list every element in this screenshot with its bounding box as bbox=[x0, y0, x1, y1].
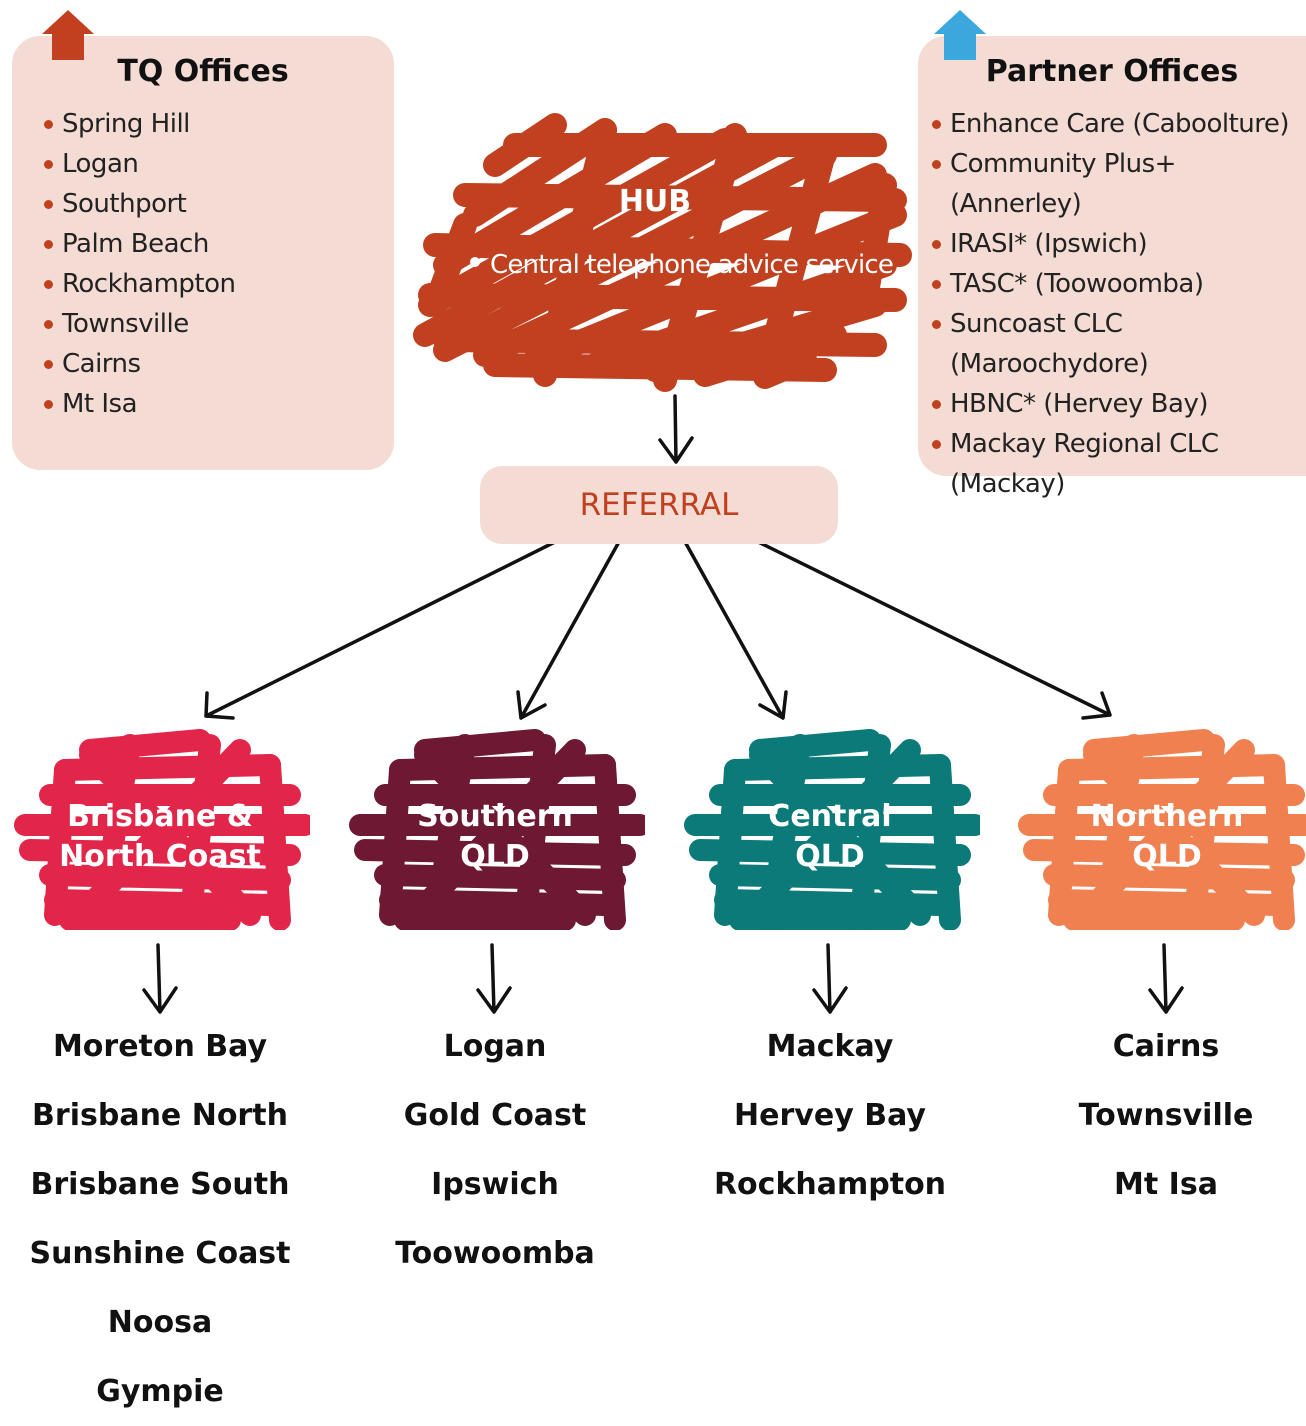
area-item: Cairns bbox=[1112, 1029, 1220, 1064]
area-item: Moreton Bay bbox=[52, 1029, 268, 1064]
up-arrow-icon bbox=[934, 10, 986, 60]
northern-scribble bbox=[1018, 729, 1306, 930]
list-item: Mackay Regional CLC bbox=[930, 424, 1306, 464]
referral-to-northern-arrow bbox=[742, 533, 1112, 720]
tq-offices-title: TQ Offices bbox=[117, 54, 289, 89]
central-down-arrow bbox=[812, 943, 848, 1014]
southern-down-arrow bbox=[476, 943, 512, 1014]
southern-areas-list: Logan Gold Coast Ipswich Toowoomba bbox=[345, 1012, 645, 1288]
list-item: Palm Beach bbox=[42, 224, 235, 264]
region-line-2: QLD bbox=[795, 839, 865, 874]
northern-areas-list: Cairns Townsville Mt Isa bbox=[1016, 1012, 1306, 1219]
list-item: Rockhampton bbox=[42, 264, 236, 304]
list-item: Mt Isa bbox=[42, 384, 235, 424]
area-item: Mackay bbox=[766, 1029, 894, 1064]
region-northern-label: Northern QLD bbox=[1017, 797, 1306, 877]
area-item: Gold Coast bbox=[403, 1098, 587, 1133]
list-item: IRASI* (Ipswich) bbox=[930, 224, 1306, 264]
region-central-label: Central QLD bbox=[680, 797, 980, 877]
region-line-2: QLD bbox=[1132, 839, 1202, 874]
region-southern-label: Southern QLD bbox=[345, 797, 645, 877]
brisbane-down-arrow bbox=[142, 943, 178, 1014]
tq-offices-panel: TQ Offices Spring Hill Logan Southport P… bbox=[12, 36, 394, 470]
area-item: Brisbane South bbox=[30, 1167, 290, 1202]
area-item: Ipswich bbox=[431, 1167, 559, 1202]
region-line-1: Central bbox=[768, 799, 892, 834]
list-item-continuation: (Mackay) bbox=[950, 469, 1065, 499]
partner-offices-list: Enhance Care (Caboolture) Community Plus… bbox=[930, 104, 1306, 504]
area-item: Hervey Bay bbox=[734, 1098, 926, 1133]
referral-to-brisbane-arrow bbox=[204, 531, 575, 720]
list-item: Southport bbox=[42, 184, 235, 224]
brisbane-areas-list: Moreton Bay Brisbane North Brisbane Sout… bbox=[10, 1012, 310, 1426]
list-item: Enhance Care (Caboolture) bbox=[930, 104, 1306, 144]
up-arrow-icon bbox=[42, 10, 94, 60]
tq-offices-list: Spring Hill Logan Southport Palm Beach R… bbox=[42, 104, 236, 424]
area-item: Toowoomba bbox=[395, 1236, 595, 1271]
area-item: Brisbane North bbox=[32, 1098, 288, 1133]
hub-service-item: Central telephone advice service bbox=[470, 250, 894, 280]
central-scribble bbox=[684, 729, 980, 930]
brisbane-scribble bbox=[14, 729, 310, 930]
area-item: Mt Isa bbox=[1114, 1167, 1218, 1202]
list-item: Spring Hill bbox=[42, 104, 235, 144]
region-line-1: Brisbane & bbox=[67, 799, 253, 834]
region-line-1: Southern bbox=[417, 799, 573, 834]
list-item: Cairns bbox=[42, 344, 235, 384]
area-item: Townsville bbox=[1078, 1098, 1254, 1133]
area-item: Rockhampton bbox=[713, 1167, 947, 1202]
referral-to-central-arrow bbox=[682, 538, 788, 720]
area-item: Gympie bbox=[96, 1374, 224, 1409]
hub-to-referral-arrow bbox=[658, 394, 694, 464]
list-item: TASC* (Toowoomba) bbox=[930, 264, 1306, 304]
region-line-2: North Coast bbox=[59, 839, 261, 874]
hub-title: HUB bbox=[618, 184, 692, 219]
referral-box: REFERRAL bbox=[480, 466, 838, 544]
bullet-icon bbox=[470, 256, 480, 267]
list-item: Townsville bbox=[42, 304, 235, 344]
partner-offices-panel: Partner Offices Enhance Care (Caboolture… bbox=[918, 36, 1306, 499]
hub-service-label: Central telephone advice service bbox=[490, 250, 894, 280]
list-item: Logan bbox=[42, 144, 235, 184]
northern-down-arrow bbox=[1148, 943, 1184, 1014]
partner-offices-title: Partner Offices bbox=[985, 54, 1239, 89]
central-areas-list: Mackay Hervey Bay Rockhampton bbox=[680, 1012, 980, 1219]
area-item: Logan bbox=[443, 1029, 547, 1064]
area-item: Sunshine Coast bbox=[29, 1236, 291, 1271]
list-item: Suncoast CLC (Maroochydore) bbox=[930, 304, 1306, 384]
list-item: HBNC* (Hervey Bay) bbox=[930, 384, 1306, 424]
hub-scribble bbox=[413, 113, 912, 392]
region-line-2: QLD bbox=[460, 839, 530, 874]
referral-to-southern-arrow bbox=[516, 538, 622, 720]
southern-scribble bbox=[349, 729, 645, 930]
region-line-1: Northern bbox=[1090, 799, 1244, 834]
list-item: Community Plus+ (Annerley) bbox=[930, 144, 1306, 224]
region-brisbane-label: Brisbane & North Coast bbox=[10, 797, 310, 877]
area-item: Noosa bbox=[107, 1305, 213, 1340]
